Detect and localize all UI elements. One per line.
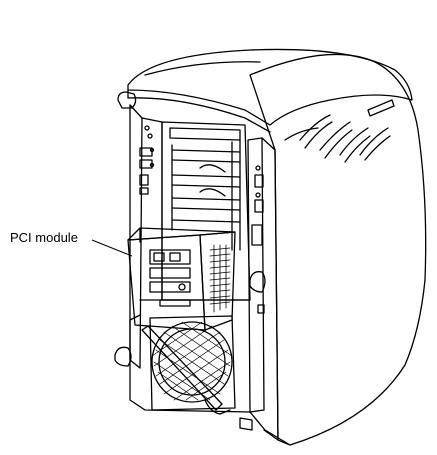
side-vent-3	[339, 127, 369, 156]
fan-housing	[149, 315, 236, 411]
callout-leader-line	[91, 239, 133, 257]
side-vent-2	[319, 121, 351, 151]
callout-label-pci-module: PCI module	[10, 230, 78, 245]
chassis-top-cover	[127, 48, 413, 126]
fan-grille-icon	[149, 315, 236, 411]
right-rail	[247, 137, 265, 413]
card-cage	[161, 121, 251, 301]
fan-handle	[141, 325, 223, 411]
side-vent-4	[359, 127, 389, 156]
side-vent-1	[299, 114, 331, 141]
pci-module-side	[199, 231, 236, 331]
pci-module-icon	[127, 227, 236, 331]
left-rail	[129, 104, 143, 369]
